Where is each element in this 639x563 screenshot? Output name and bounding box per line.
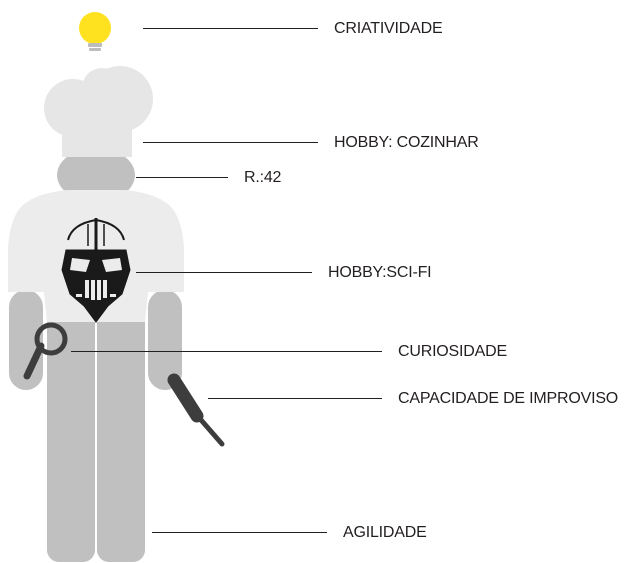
label-curiosidade: CURIOSIDADE [398, 343, 507, 361]
label-hobby-scifi: HOBBY:SCI-FI [328, 264, 431, 282]
leader-line-criatividade [143, 28, 318, 29]
leader-line-curiosidade [71, 351, 382, 352]
screwdriver-icon [174, 380, 222, 444]
leader-line-hobby-scifi [136, 272, 312, 273]
label-criatividade: CRIATIVIDADE [334, 20, 442, 38]
leader-line-age [136, 177, 228, 178]
lightbulb-icon [79, 12, 111, 51]
leader-line-hobby-cozinhar [143, 142, 318, 143]
leader-line-agilidade [152, 532, 327, 533]
label-age: R.:42 [244, 169, 281, 187]
label-capacidade-de-improviso: CAPACIDADE DE IMPROVISO [398, 390, 618, 408]
leader-line-improviso [208, 398, 382, 399]
label-agilidade: AGILIDADE [343, 524, 427, 542]
chef-hat-icon [44, 66, 153, 157]
label-hobby-cozinhar: HOBBY: COZINHAR [334, 134, 479, 152]
